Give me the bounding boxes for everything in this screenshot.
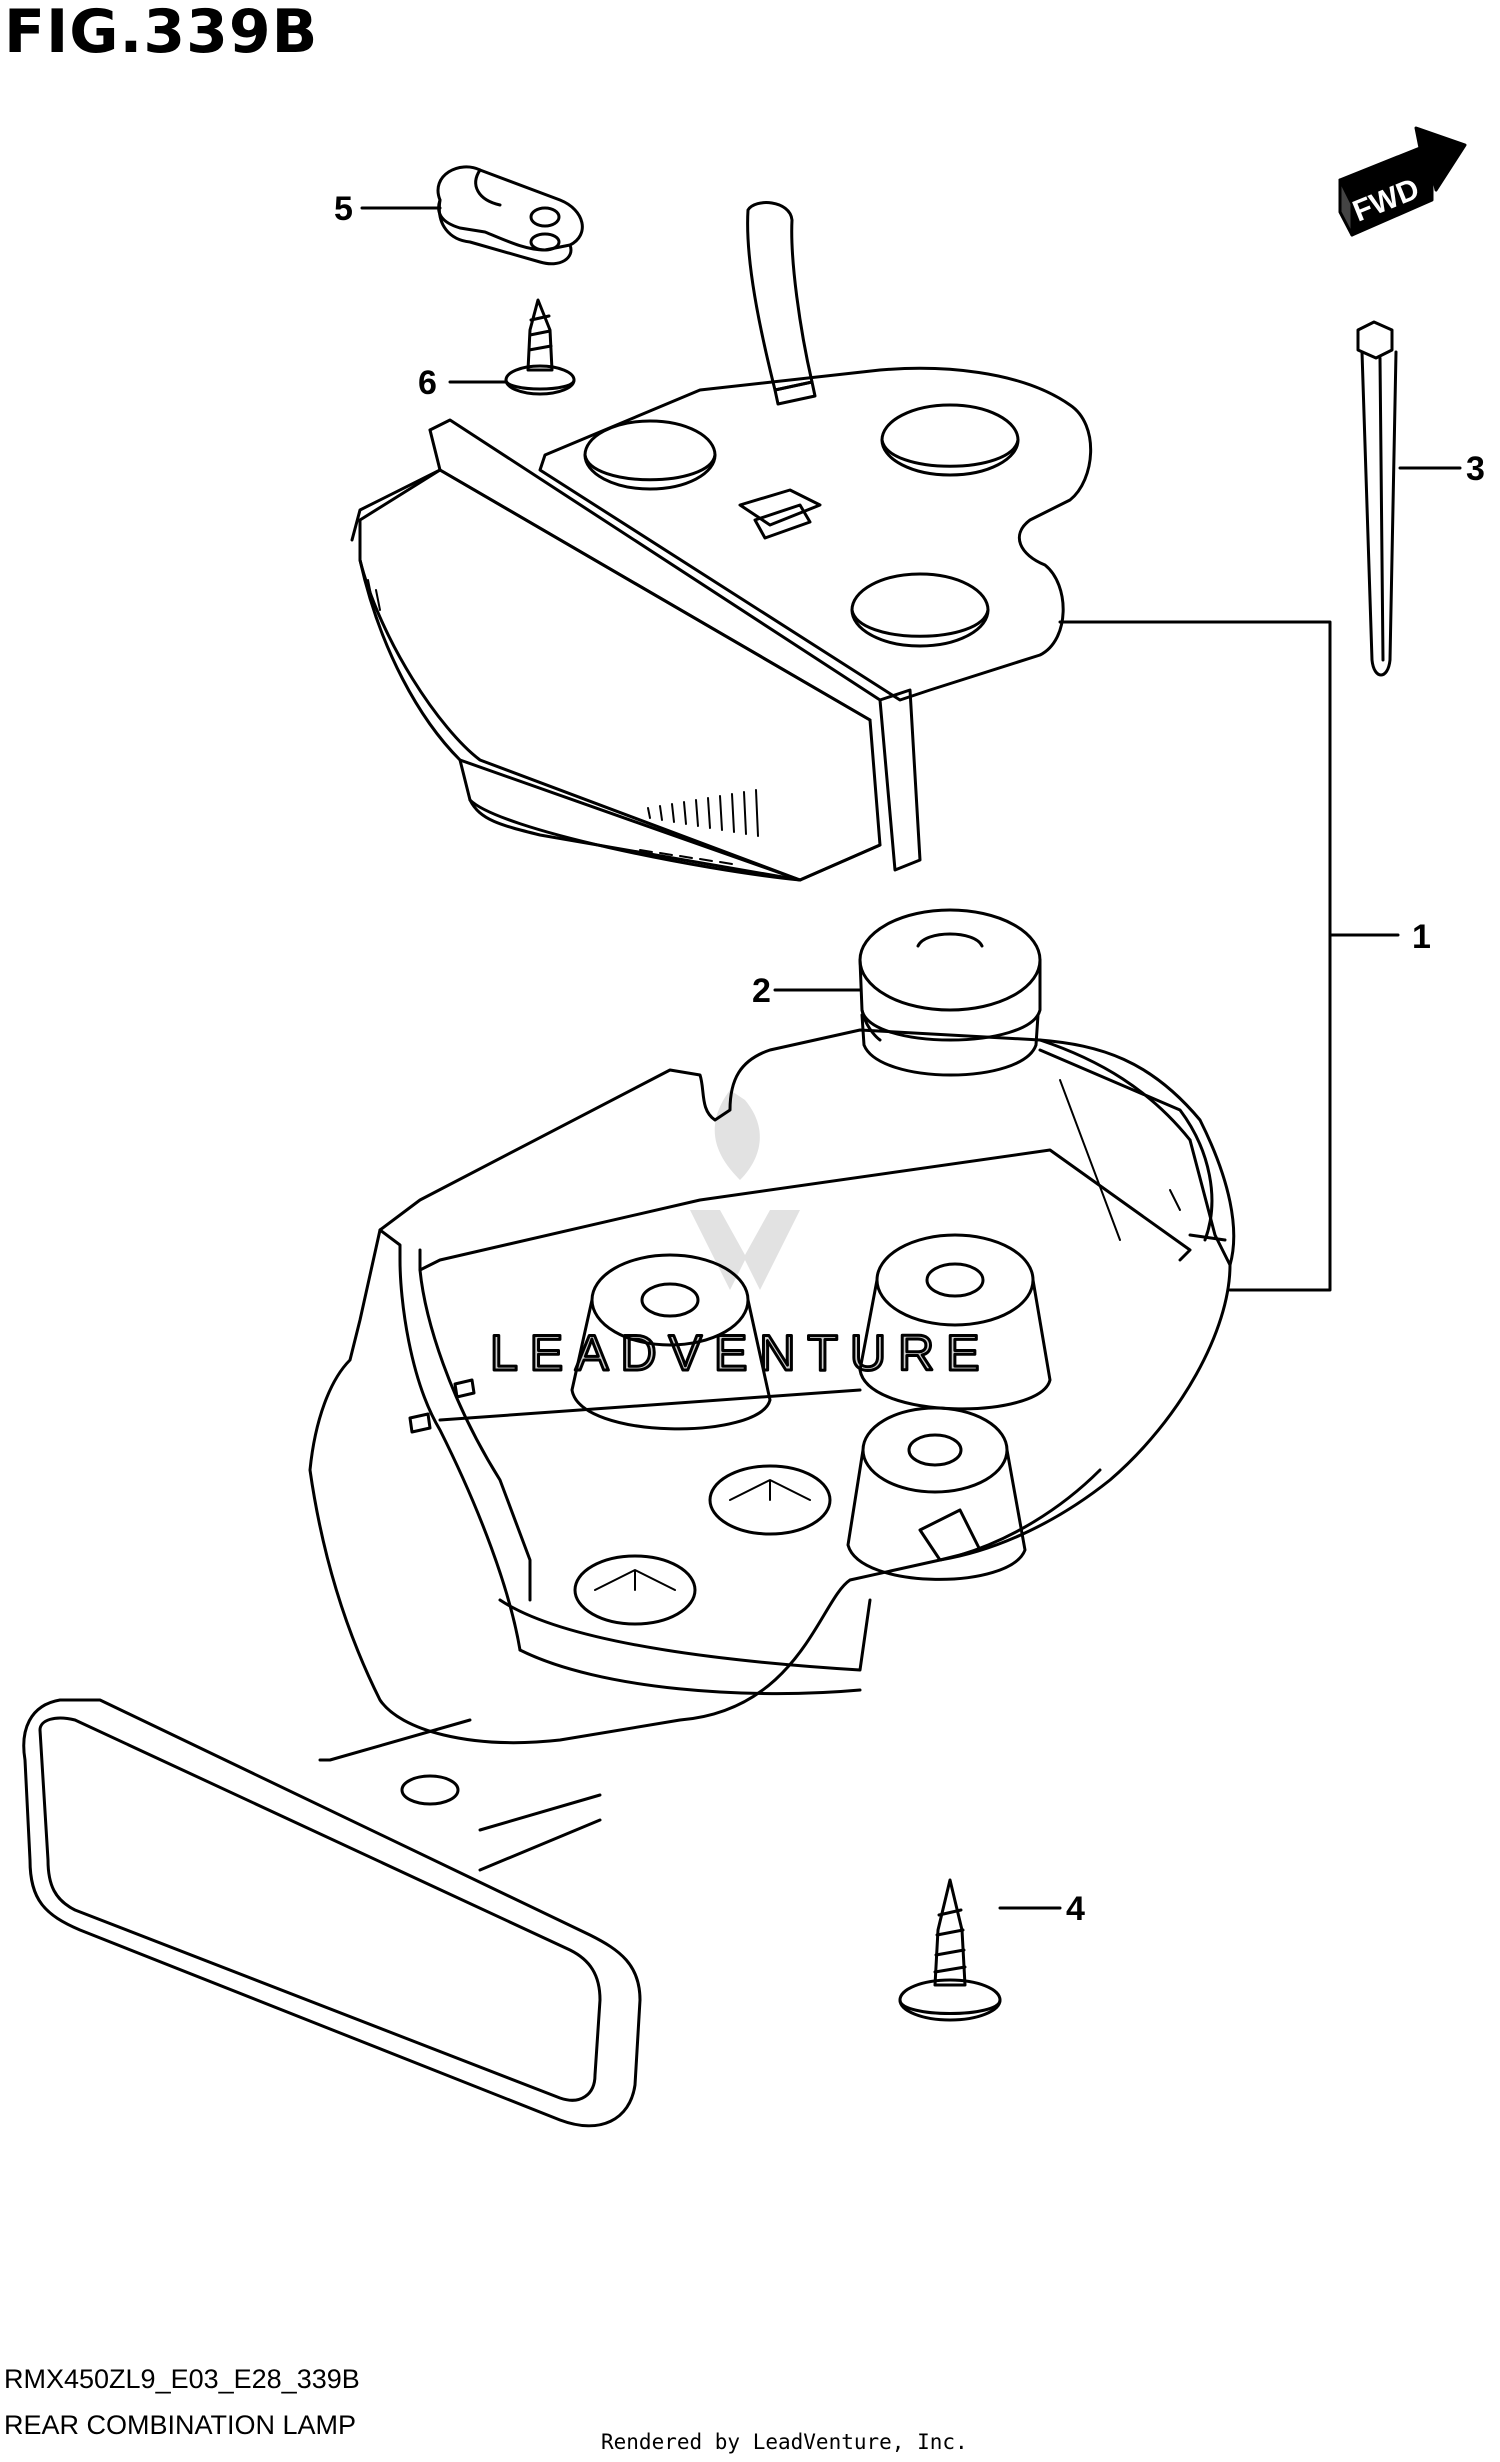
part-6-screw bbox=[504, 298, 576, 396]
render-credit: Rendered by LeadVenture, Inc. bbox=[601, 2430, 968, 2454]
figure-name: REAR COMBINATION LAMP bbox=[4, 2410, 357, 2440]
watermark: LEADVENTURE bbox=[489, 1090, 992, 1383]
leader-lines bbox=[360, 206, 1462, 1910]
callout-3: 3 bbox=[1466, 450, 1485, 488]
part-2-grommet bbox=[858, 908, 1042, 1077]
part-5-clamp bbox=[436, 165, 584, 266]
reflector-plate bbox=[22, 1698, 642, 2128]
callout-6: 6 bbox=[418, 364, 437, 402]
part-4-screw bbox=[898, 1878, 1002, 2022]
callout-4: 4 bbox=[1066, 1890, 1085, 1928]
part-1-lamp-body bbox=[350, 201, 1093, 882]
watermark-text: LEADVENTURE bbox=[490, 1325, 992, 1381]
fwd-direction-tag: FWD bbox=[1338, 126, 1467, 237]
model-code: RMX450ZL9_E03_E28_339B bbox=[4, 2364, 360, 2394]
figure-title: FIG.339B bbox=[4, 0, 319, 67]
callout-5: 5 bbox=[334, 190, 353, 228]
part-1-lamp-housing bbox=[308, 1028, 1236, 1806]
callout-2: 2 bbox=[752, 972, 771, 1010]
part-3-cable-tie bbox=[1356, 320, 1398, 677]
callout-1: 1 bbox=[1412, 918, 1431, 956]
